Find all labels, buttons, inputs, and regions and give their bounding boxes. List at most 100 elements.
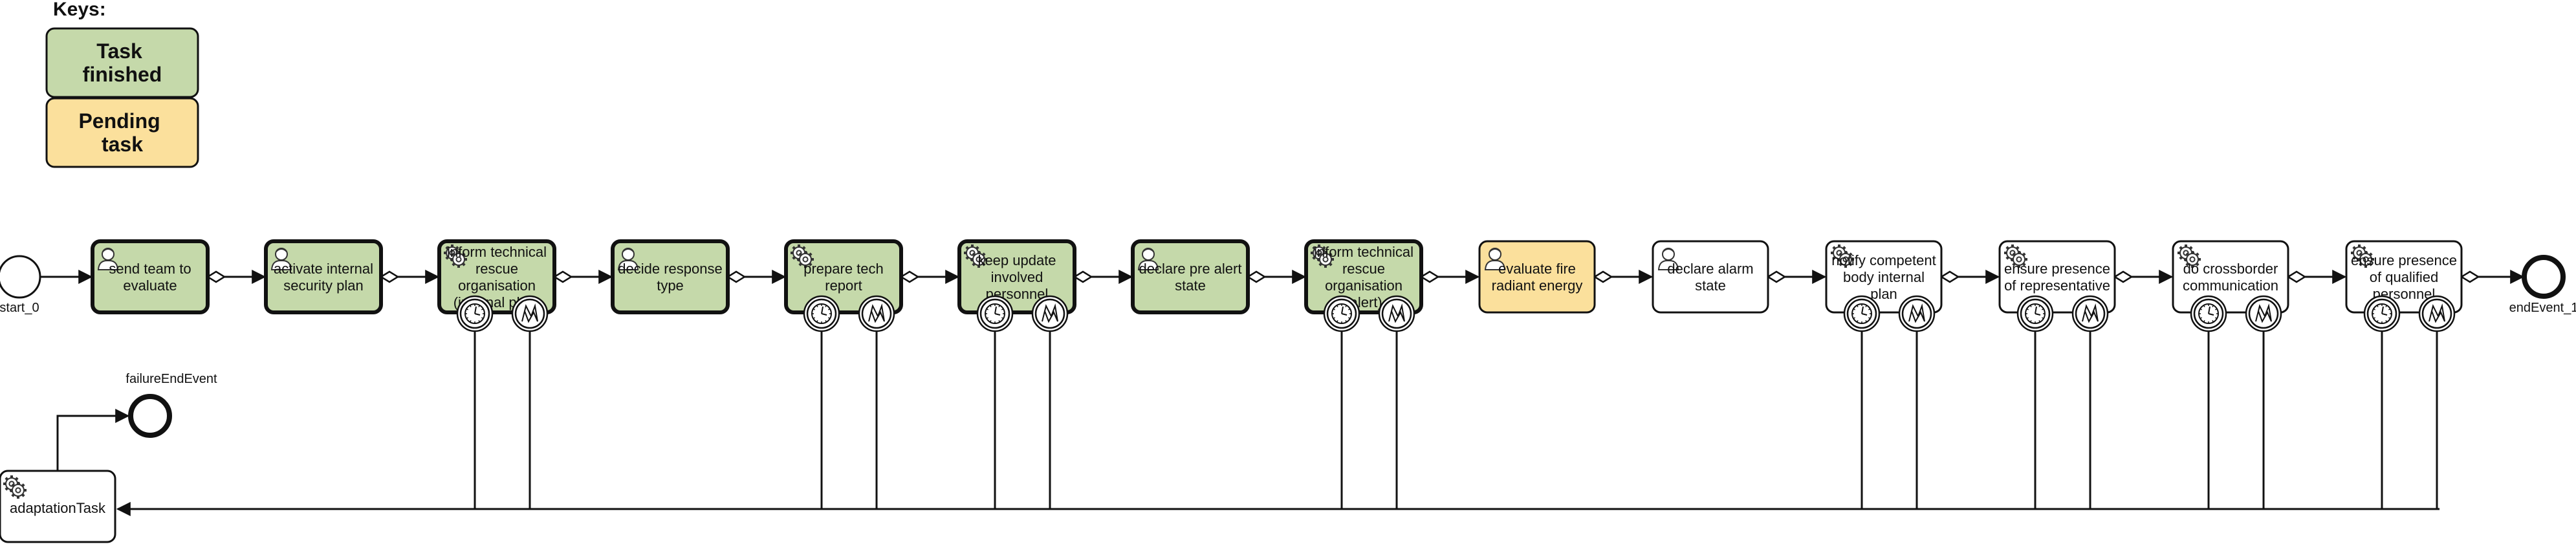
error-boundary-event-icon[interactable] <box>2071 295 2109 332</box>
error-boundary-event-icon[interactable] <box>1031 295 1069 332</box>
task-label-line: inform technical <box>447 244 547 260</box>
timer-boundary-event-icon[interactable] <box>976 295 1014 332</box>
sequence-flow <box>2113 270 2174 284</box>
task-box[interactable] <box>264 239 383 314</box>
task-box[interactable] <box>1998 240 2116 314</box>
task-label-line: radiant energy <box>1492 277 1583 294</box>
adaptation-task-label: adaptationTask <box>10 500 106 516</box>
legend-title: Keys: <box>53 0 106 20</box>
task-label-line: plan <box>1870 286 1897 302</box>
timer-boundary-event-icon[interactable] <box>2190 295 2227 332</box>
end-event-circle[interactable] <box>2522 255 2566 299</box>
conditional-flow-diamond <box>2286 270 2307 283</box>
timer-boundary-event-icon[interactable] <box>1843 295 1881 332</box>
error-boundary-event-icon[interactable] <box>1898 295 1936 332</box>
gear-icon <box>3 475 27 499</box>
sequence-flow <box>552 270 613 284</box>
end-event[interactable]: endEvent_1 <box>2509 255 2576 315</box>
task-label-line: evaluate <box>123 277 177 294</box>
failure-end-event[interactable]: failureEndEvent <box>126 372 217 438</box>
task-label-line: organisation <box>1325 277 1403 294</box>
task-label-line: rescue <box>475 261 518 277</box>
sequence-flow <box>1419 270 1480 284</box>
sequence-flow <box>1939 270 2000 284</box>
conditional-flow-diamond <box>2460 270 2480 283</box>
task-label-line: decide response <box>618 261 722 277</box>
conditional-flow-diamond <box>726 270 747 283</box>
task-box[interactable] <box>437 239 556 314</box>
task-label-line: type <box>657 277 684 294</box>
task-box[interactable] <box>611 239 730 314</box>
legend-label-finished-line2: finished <box>83 63 162 86</box>
task-label-line: rescue <box>1342 261 1385 277</box>
conditional-flow-diamond <box>1073 270 1093 283</box>
task-box[interactable] <box>1304 239 1423 314</box>
timer-boundary-event-icon[interactable] <box>803 295 840 332</box>
timer-boundary-event-icon[interactable] <box>2016 295 2054 332</box>
legend-label-finished-line1: Task <box>96 39 142 63</box>
timer-boundary-event-icon[interactable] <box>1323 295 1360 332</box>
start-event-circle[interactable] <box>0 255 41 299</box>
task-label-line: keep update <box>977 252 1056 268</box>
user-icon <box>1137 248 1159 270</box>
start-event[interactable]: start_0 <box>0 255 41 315</box>
start-event-label: start_0 <box>0 301 39 315</box>
sequence-flow <box>1766 270 1827 284</box>
task-box[interactable] <box>2172 240 2289 314</box>
user-icon <box>1484 248 1506 270</box>
task-label-line: ensure presence <box>2351 252 2457 268</box>
error-boundary-event-icon[interactable] <box>1378 295 1415 332</box>
task-label-line: evaluate fire <box>1498 261 1576 277</box>
sequence-flow <box>1073 270 1133 284</box>
task-box[interactable] <box>1478 240 1596 314</box>
task-box[interactable] <box>1131 239 1250 314</box>
task-label-line: security plan <box>283 277 364 294</box>
error-boundary-event-icon[interactable] <box>2418 295 2456 332</box>
task-box[interactable] <box>1825 240 1943 314</box>
task-label-line: communication <box>2183 277 2278 294</box>
gear-icon <box>2178 244 2201 268</box>
timer-boundary-event-icon[interactable] <box>456 295 494 332</box>
sequence-flows <box>40 270 2525 516</box>
failure-end-event-circle[interactable] <box>128 394 172 438</box>
error-boundary-event-icon[interactable] <box>511 295 549 332</box>
gear-icon <box>3 475 27 499</box>
adaptation-task[interactable]: adaptationTask <box>0 470 116 543</box>
timer-boundary-event-icon[interactable] <box>2363 295 2401 332</box>
sequence-flow-to-failure <box>56 409 130 471</box>
conditional-flow-diamond <box>379 270 400 283</box>
task-box[interactable] <box>91 239 210 314</box>
gear-icon <box>1311 244 1334 268</box>
task-box[interactable] <box>784 239 903 314</box>
sequence-flow <box>899 270 960 284</box>
task-box[interactable] <box>957 239 1076 314</box>
task-box[interactable] <box>2345 240 2463 314</box>
sequence-flow <box>726 270 787 284</box>
user-icon <box>1657 248 1679 270</box>
sequence-flow <box>379 270 440 284</box>
error-boundary-event-icon[interactable] <box>858 295 895 332</box>
adaptation-task-box[interactable] <box>0 470 116 543</box>
error-boundary-event-icon[interactable] <box>2245 295 2282 332</box>
conditional-flow-diamond <box>552 270 573 283</box>
task-label-line: ensure presence <box>2004 261 2110 277</box>
task-box[interactable] <box>1652 240 1769 314</box>
